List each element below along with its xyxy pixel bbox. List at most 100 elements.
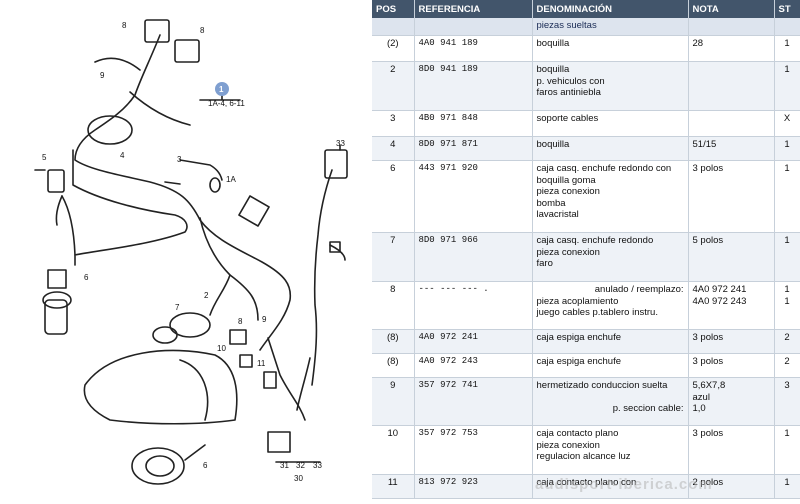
svg-text:3: 3 bbox=[177, 155, 182, 164]
table-row[interactable]: 10 357 972 753 caja contacto plano pieza… bbox=[372, 425, 800, 475]
header-pos: POS bbox=[372, 0, 415, 18]
cell-st: 1 bbox=[774, 136, 800, 161]
cell-ref[interactable]: 4A0 972 241 bbox=[414, 329, 533, 354]
parts-table: POS REFERENCIA DENOMINACIÓN NOTA ST piez… bbox=[372, 0, 800, 499]
cell-nota: 28 bbox=[688, 35, 775, 62]
svg-text:6: 6 bbox=[84, 273, 89, 282]
header-den: DENOMINACIÓN bbox=[532, 0, 689, 18]
cell-den: soporte cables bbox=[532, 110, 689, 137]
cell-ref[interactable]: 443 971 920 bbox=[414, 160, 533, 233]
table-row[interactable]: (8) 4A0 972 243 caja espiga enchufe 3 po… bbox=[372, 353, 800, 378]
cell-den: caja casq. enchufe redondo pieza conexio… bbox=[532, 232, 689, 282]
cell-ref[interactable]: 8D0 971 966 bbox=[414, 232, 533, 282]
svg-text:11: 11 bbox=[257, 359, 266, 368]
table-row[interactable]: 8 --- --- --- . anulado / reemplazo:piez… bbox=[372, 281, 800, 330]
cell-ref[interactable]: 8D0 941 189 bbox=[414, 61, 533, 111]
cell-nota: 5 polos bbox=[688, 232, 775, 282]
header-nota: NOTA bbox=[688, 0, 775, 18]
cell-nota: 4A0 972 241 4A0 972 243 bbox=[688, 281, 775, 330]
table-header: POS REFERENCIA DENOMINACIÓN NOTA ST bbox=[372, 0, 800, 18]
svg-text:4: 4 bbox=[120, 151, 125, 160]
cell-nota: 3 polos bbox=[688, 329, 775, 354]
cell-pos: 11 bbox=[372, 474, 415, 499]
table-row[interactable]: 6 443 971 920 caja casq. enchufe redondo… bbox=[372, 160, 800, 233]
cell-st: 2 bbox=[774, 329, 800, 354]
cell-pos: 7 bbox=[372, 232, 415, 282]
cell-st: 1 bbox=[774, 425, 800, 475]
svg-text:1A-4, 6-11: 1A-4, 6-11 bbox=[208, 99, 245, 108]
svg-text:7: 7 bbox=[175, 303, 180, 312]
cell-pos: (8) bbox=[372, 329, 415, 354]
cell-pos: 6 bbox=[372, 160, 415, 233]
cell-pos: 9 bbox=[372, 377, 415, 426]
table-row[interactable]: 2 8D0 941 189 boquilla p. vehiculos con … bbox=[372, 61, 800, 111]
table-row[interactable]: (8) 4A0 972 241 caja espiga enchufe 3 po… bbox=[372, 329, 800, 354]
svg-text:2: 2 bbox=[204, 291, 209, 300]
cell-st: 1 bbox=[774, 160, 800, 233]
header-st: ST bbox=[774, 0, 800, 18]
cell-den: anulado / reemplazo:pieza acoplamiento j… bbox=[532, 281, 689, 330]
cell-den: boquilla p. vehiculos con faros antinieb… bbox=[532, 61, 689, 111]
cell-st: 1 bbox=[774, 474, 800, 499]
cell-st: 2 bbox=[774, 353, 800, 378]
cell-den: caja contacto plano pieza conexion regul… bbox=[532, 425, 689, 475]
svg-text:1: 1 bbox=[219, 85, 224, 94]
cell-pos: 8 bbox=[372, 281, 415, 330]
cell-pos: (8) bbox=[372, 353, 415, 378]
cell-den: caja espiga enchufe bbox=[532, 329, 689, 354]
wiring-harness-drawing: 1 1A-4, 6-11 1A 8 8 9 4 5 6 7 2 3 8 9 11… bbox=[34, 19, 348, 485]
cell-st: 1 bbox=[774, 232, 800, 282]
cell-pos: 3 bbox=[372, 110, 415, 137]
subheader-row: piezas sueltas bbox=[372, 18, 800, 36]
table-row[interactable]: 11 813 972 923 caja contacto plano con 2… bbox=[372, 474, 800, 499]
table-row[interactable]: 3 4B0 971 848 soporte cables X bbox=[372, 110, 800, 137]
den-note: p. seccion cable: bbox=[612, 403, 684, 414]
svg-text:1A: 1A bbox=[226, 175, 236, 184]
table-row[interactable]: 4 8D0 971 871 boquilla 51/15 1 bbox=[372, 136, 800, 161]
cell-nota: 3 polos bbox=[688, 353, 775, 378]
svg-text:5: 5 bbox=[42, 153, 47, 162]
svg-text:33: 33 bbox=[336, 139, 345, 148]
parts-table-panel: POS REFERENCIA DENOMINACIÓN NOTA ST piez… bbox=[372, 0, 800, 504]
cell-ref[interactable]: --- --- --- . bbox=[414, 281, 533, 330]
svg-text:32: 32 bbox=[296, 461, 305, 470]
cell-nota bbox=[688, 110, 775, 137]
cell-st: 1 bbox=[774, 35, 800, 62]
cell-ref[interactable]: 4A0 972 243 bbox=[414, 353, 533, 378]
table-row[interactable]: 7 8D0 971 966 caja casq. enchufe redondo… bbox=[372, 232, 800, 282]
cell-nota: 3 polos bbox=[688, 425, 775, 475]
cell-nota: 5,6X7,8 azul 1,0 bbox=[688, 377, 775, 426]
svg-text:9: 9 bbox=[100, 71, 105, 80]
cell-nota: 3 polos bbox=[688, 160, 775, 233]
cell-ref[interactable]: 813 972 923 bbox=[414, 474, 533, 499]
cell-ref[interactable]: 8D0 971 871 bbox=[414, 136, 533, 161]
svg-text:8: 8 bbox=[122, 21, 127, 30]
svg-text:31: 31 bbox=[280, 461, 289, 470]
highlight-marker bbox=[215, 82, 229, 96]
svg-text:10: 10 bbox=[217, 344, 226, 353]
cell-st: X bbox=[774, 110, 800, 137]
svg-text:8: 8 bbox=[238, 317, 243, 326]
cell-pos: (2) bbox=[372, 35, 415, 62]
cell-ref[interactable]: 357 972 741 bbox=[414, 377, 533, 426]
svg-text:8: 8 bbox=[200, 26, 205, 35]
cell-st: 1 bbox=[774, 61, 800, 111]
cell-st: 1 1 bbox=[774, 281, 800, 330]
table-row[interactable]: (2) 4A0 941 189 boquilla 28 1 bbox=[372, 35, 800, 62]
header-ref: REFERENCIA bbox=[414, 0, 533, 18]
cell-st: 3 bbox=[774, 377, 800, 426]
svg-text:6: 6 bbox=[203, 461, 208, 470]
cell-ref[interactable]: 4B0 971 848 bbox=[414, 110, 533, 137]
subheader-label: piezas sueltas bbox=[532, 18, 689, 36]
svg-text:33: 33 bbox=[313, 461, 322, 470]
cell-den: caja contacto plano con bbox=[532, 474, 689, 499]
cell-ref[interactable]: 357 972 753 bbox=[414, 425, 533, 475]
cell-ref[interactable]: 4A0 941 189 bbox=[414, 35, 533, 62]
cell-den: caja casq. enchufe redondo con boquilla … bbox=[532, 160, 689, 233]
svg-text:30: 30 bbox=[294, 474, 303, 483]
svg-text:9: 9 bbox=[262, 315, 267, 324]
cell-den: boquilla bbox=[532, 136, 689, 161]
cell-den: boquilla bbox=[532, 35, 689, 62]
table-row[interactable]: 9 357 972 741 hermetizado conduccion sue… bbox=[372, 377, 800, 426]
